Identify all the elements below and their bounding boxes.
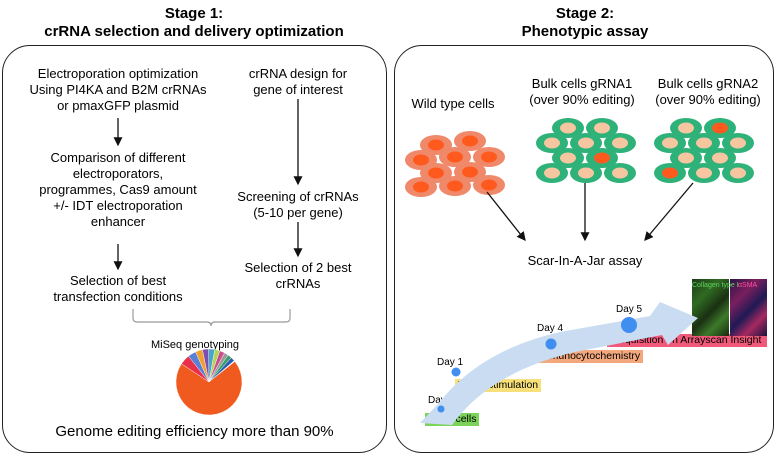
- wildtype-cell-cluster: [405, 131, 505, 197]
- stage1-title: Stage 1: crRNA selection and delivery op…: [0, 5, 388, 41]
- s2-arrow-grna2: [644, 182, 694, 241]
- asma-image: [730, 279, 767, 336]
- s1-left-step3: Selection of best transfection condition…: [18, 273, 218, 305]
- s1-right-step1: crRNA design for gene of interest: [218, 66, 378, 98]
- stage1-title-line1: Stage 1:: [164, 5, 224, 22]
- timeline-day-3: Day 5: [616, 304, 643, 315]
- s1-right-step2-line: (5-10 per gene): [253, 205, 343, 220]
- group-label-line: Bulk cells gRNA1: [531, 76, 633, 91]
- cell-nucleus: [428, 139, 444, 151]
- cell-nucleus: [678, 152, 694, 164]
- group-label-grna2: Bulk cells gRNA2 (over 90% editing): [648, 76, 768, 108]
- s1-left-step1-line: Using PI4KA and B2M crRNAs: [29, 82, 207, 97]
- s1-right-step3-line: crRNAs: [275, 276, 321, 291]
- collagen-label: Collagen type I: [692, 282, 739, 289]
- timeline-dot: [545, 338, 557, 350]
- cell-nucleus: [578, 167, 594, 179]
- genotyping-label: MiSeq genotyping: [150, 339, 240, 351]
- group-label-line: Bulk cells gRNA2: [657, 76, 759, 91]
- cell-nucleus: [447, 180, 463, 192]
- asma-label: αSMA: [738, 282, 758, 289]
- s1-right-step1-line: gene of interest: [253, 82, 343, 97]
- cell-nucleus: [594, 152, 610, 164]
- group-label-line: (over 90% editing): [529, 92, 635, 107]
- stage2-title: Stage 2: Phenotypic assay: [393, 5, 777, 41]
- s1-left-step1-line: Electroporation optimization: [37, 66, 199, 81]
- stage2-title-line2: Phenotypic assay: [521, 23, 649, 40]
- cell-nucleus: [678, 122, 694, 134]
- stage1-title-line2: crRNA selection and delivery optimizatio…: [44, 23, 344, 40]
- s1-left-step2-line: electroporators,: [72, 166, 164, 181]
- group-label-line: (over 90% editing): [655, 92, 761, 107]
- s1-left-step2-line: +/- IDT electroporation: [53, 198, 183, 213]
- timeline-day-2: Day 4: [537, 323, 564, 334]
- assay-label: Scar-In-A-Jar assay: [527, 253, 643, 268]
- cell-nucleus: [481, 151, 497, 163]
- cell-nucleus: [612, 167, 628, 179]
- timeline-dot: [451, 367, 461, 377]
- cell-nucleus: [481, 179, 497, 191]
- genotyping-bracket: [132, 309, 291, 327]
- s1-left-step3-line: Selection of best: [69, 273, 167, 288]
- cell-nucleus: [462, 135, 478, 147]
- cell-nucleus: [447, 151, 463, 163]
- s1-left-step2-line: enhancer: [90, 214, 146, 229]
- timeline-arrow: [420, 302, 698, 425]
- s1-left-step2-line: Comparison of different: [50, 150, 186, 165]
- cell-nucleus: [462, 166, 478, 178]
- stage2-title-line1: Stage 2:: [555, 5, 615, 22]
- s1-left-step1-line: or pmaxGFP plasmid: [57, 98, 179, 113]
- collagen-image: [692, 279, 729, 336]
- timeline-dots: [437, 317, 637, 413]
- s1-left-step3-line: transfection conditions: [53, 289, 183, 304]
- grna2-cell-cluster: [654, 118, 754, 183]
- s1-left-step2-line: programmes, Cas9 amount: [39, 182, 197, 197]
- cell-nucleus: [544, 137, 560, 149]
- cell-nucleus: [662, 137, 678, 149]
- s1-right-step2-line: Screening of crRNAs: [237, 189, 359, 204]
- s1-left-step2: Comparison of different electroporators,…: [18, 150, 218, 230]
- cell-nucleus: [730, 167, 746, 179]
- cell-nucleus: [428, 167, 444, 179]
- pie-slice: [208, 357, 235, 383]
- cell-nucleus: [560, 122, 576, 134]
- cell-nucleus: [730, 137, 746, 149]
- cell-nucleus: [712, 122, 728, 134]
- stage1-footer: Genome editing efficiency more than 90%: [55, 423, 334, 440]
- s1-right-step1-line: crRNA design for: [248, 66, 348, 81]
- timeline-dot: [621, 317, 637, 333]
- pie-slice: [175, 361, 243, 416]
- genotyping-pie-chart: [175, 348, 243, 416]
- cell-nucleus: [662, 167, 678, 179]
- cell-nucleus: [578, 137, 594, 149]
- s1-right-step3: Selection of 2 best crRNAs: [218, 260, 378, 292]
- cell-nucleus: [560, 152, 576, 164]
- timeline-day-1: Day 1: [437, 357, 464, 368]
- group-label-wildtype: Wild type cells: [398, 96, 508, 112]
- s2-arrow-wildtype: [486, 191, 526, 242]
- cell-nucleus: [696, 137, 712, 149]
- s1-left-step1: Electroporation optimization Using PI4KA…: [18, 66, 218, 114]
- cell-nucleus: [544, 167, 560, 179]
- cell-nucleus: [594, 122, 610, 134]
- cell-nucleus: [413, 154, 429, 166]
- group-label-grna1: Bulk cells gRNA1 (over 90% editing): [512, 76, 652, 108]
- group-label-line: Wild type cells: [411, 96, 495, 111]
- cell-nucleus: [413, 181, 429, 193]
- timeline-dot: [437, 405, 445, 413]
- s1-right-step3-line: Selection of 2 best: [244, 260, 352, 275]
- s1-right-step2: Screening of crRNAs (5-10 per gene): [218, 189, 378, 221]
- cell-nucleus: [696, 167, 712, 179]
- cell-nucleus: [712, 152, 728, 164]
- cell-nucleus: [612, 137, 628, 149]
- grna1-cell-cluster: [536, 118, 636, 183]
